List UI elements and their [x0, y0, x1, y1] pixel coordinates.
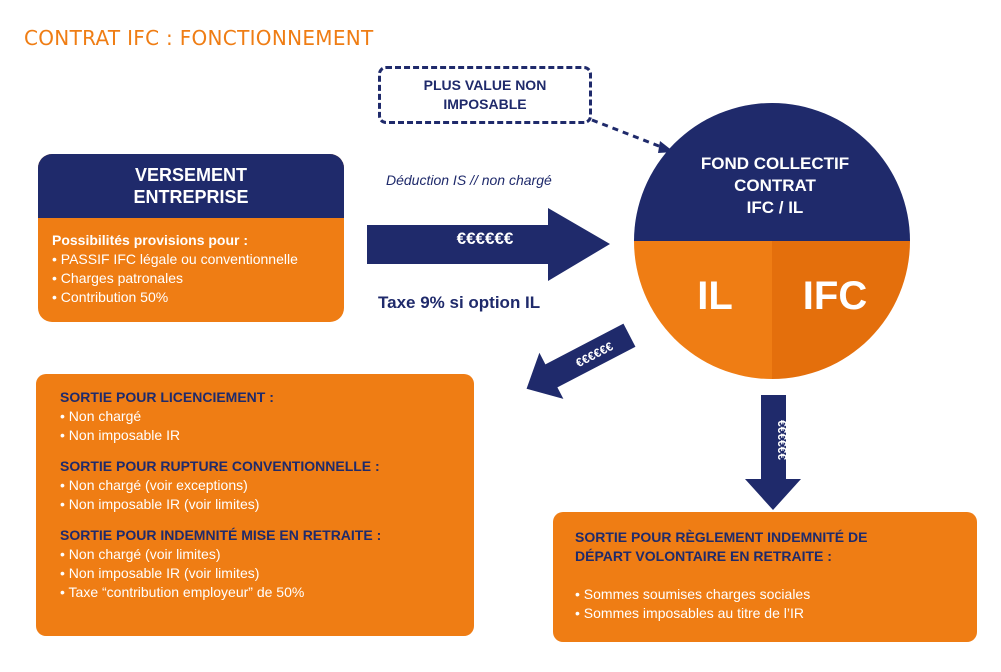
dashed-connector [591, 118, 665, 150]
main-arrow-text: €€€€€€ [456, 229, 514, 248]
il-label: IL [697, 274, 733, 318]
section-title: SORTIE POUR INDEMNITÉ MISE EN RETRAITE : [60, 527, 382, 543]
list-item: • Non chargé (voir limites) [60, 546, 221, 562]
section-title: SORTIE POUR LICENCIEMENT : [60, 389, 274, 405]
reglement-title-line2: DÉPART VOLONTAIRE EN RETRAITE : [575, 548, 832, 564]
main-flow-arrow [367, 208, 610, 281]
fond-title-line3: IFC / IL [746, 198, 804, 217]
versement-title-line1: VERSEMENT [134, 165, 248, 185]
down-arrow-text: €€€€€€ [775, 420, 789, 460]
circle-ifc-segment [772, 241, 910, 379]
diagonal-exit-arrow: €€€€€€ [526, 323, 636, 399]
taxe-label: Taxe 9% si option IL [378, 293, 541, 312]
ifc-label: IFC [802, 274, 868, 318]
versement-body: Possibilités provisions pour : • PASSIF … [38, 218, 344, 307]
circle-il-segment [634, 241, 772, 379]
fond-title-line2: CONTRAT [734, 176, 816, 195]
list-item: • Contribution 50% [52, 289, 169, 305]
list-item: • Non imposable IR [60, 427, 181, 443]
list-item: • Sommes soumises charges sociales [575, 586, 811, 602]
list-item: • Non chargé (voir exceptions) [60, 477, 248, 493]
list-item: • PASSIF IFC légale ou conventionnelle [52, 251, 298, 267]
down-exit-arrow [745, 395, 801, 510]
sortie-licenciement-section: SORTIE POUR LICENCIEMENT : • Non chargé … [60, 388, 474, 445]
fond-circle [634, 103, 910, 379]
plus-value-line1: PLUS VALUE NON [423, 77, 547, 93]
versement-body-title: Possibilités provisions pour : [52, 232, 249, 248]
versement-entreprise-box: VERSEMENT ENTREPRISE Possibilités provis… [38, 154, 344, 322]
list-item: • Sommes imposables au titre de l’IR [575, 605, 804, 621]
deduction-label: Déduction IS // non chargé [386, 172, 552, 188]
reglement-title: SORTIE POUR RÈGLEMENT INDEMNITÉ DE DÉPAR… [575, 528, 977, 566]
plus-value-box: PLUS VALUE NON IMPOSABLE [378, 66, 592, 124]
sorties-box: SORTIE POUR LICENCIEMENT : • Non chargé … [36, 374, 474, 636]
list-item: • Charges patronales [52, 270, 183, 286]
versement-header: VERSEMENT ENTREPRISE [38, 154, 344, 218]
list-item: • Taxe “contribution employeur” de 50% [60, 584, 305, 600]
list-item: • Non chargé [60, 408, 142, 424]
sortie-rupture-section: SORTIE POUR RUPTURE CONVENTIONNELLE : • … [60, 457, 474, 514]
plus-value-line2: IMPOSABLE [443, 96, 527, 112]
reglement-title-line1: SORTIE POUR RÈGLEMENT INDEMNITÉ DE [575, 529, 868, 545]
fond-collectif-title: FOND COLLECTIF CONTRAT IFC / IL [680, 153, 870, 219]
fond-title-line1: FOND COLLECTIF [700, 154, 850, 173]
sortie-retraite-section: SORTIE POUR INDEMNITÉ MISE EN RETRAITE :… [60, 526, 474, 602]
circle-top-half [634, 103, 910, 241]
versement-title-line2: ENTREPRISE [133, 187, 249, 207]
page-title: CONTRAT IFC : FONCTIONNEMENT [24, 26, 374, 50]
reglement-box: SORTIE POUR RÈGLEMENT INDEMNITÉ DE DÉPAR… [553, 512, 977, 642]
section-title: SORTIE POUR RUPTURE CONVENTIONNELLE : [60, 458, 380, 474]
list-item: • Non imposable IR (voir limites) [60, 565, 260, 581]
list-item: • Non imposable IR (voir limites) [60, 496, 260, 512]
